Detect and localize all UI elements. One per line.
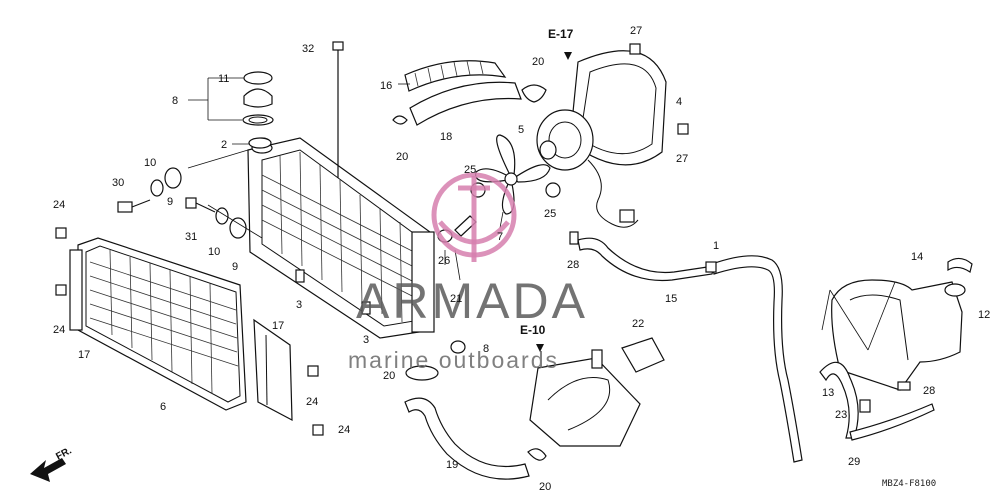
callout: 30 bbox=[112, 177, 124, 189]
watermark-logo bbox=[431, 172, 517, 262]
callout: 28 bbox=[923, 385, 935, 397]
callout: 7 bbox=[497, 231, 503, 243]
callout: 24 bbox=[338, 424, 350, 436]
callout: 31 bbox=[185, 231, 197, 243]
callout: 3 bbox=[296, 299, 302, 311]
callout: 29 bbox=[848, 456, 860, 468]
callout: 21 bbox=[450, 293, 462, 305]
callout: 18 bbox=[440, 131, 452, 143]
callout: 24 bbox=[53, 324, 65, 336]
callout: 13 bbox=[822, 387, 834, 399]
callout: 11 bbox=[218, 73, 229, 85]
callout: 20 bbox=[532, 56, 544, 68]
callout: 17 bbox=[272, 320, 284, 332]
callout: 27 bbox=[676, 153, 688, 165]
callout: 26 bbox=[438, 255, 450, 267]
callout: 2 bbox=[221, 139, 227, 151]
callout: 20 bbox=[383, 370, 395, 382]
callout: 10 bbox=[144, 157, 156, 169]
lower-hose bbox=[404, 337, 665, 480]
upper-hoses bbox=[332, 41, 522, 178]
mounting-hardware bbox=[55, 149, 371, 436]
callout: 8 bbox=[172, 95, 178, 107]
callout: 24 bbox=[53, 199, 65, 211]
callout: 32 bbox=[302, 43, 314, 55]
watermark-brand: ARMADA bbox=[356, 273, 588, 329]
callout: 10 bbox=[208, 246, 220, 258]
reserve-tank bbox=[819, 257, 973, 441]
callout: 5 bbox=[518, 124, 524, 136]
callout: 20 bbox=[539, 481, 551, 493]
callout: 27 bbox=[630, 25, 642, 37]
callout: 20 bbox=[396, 151, 408, 163]
callout: 22 bbox=[632, 318, 644, 330]
reference-e10: E-10 bbox=[520, 323, 546, 337]
callout: 9 bbox=[232, 261, 238, 273]
radiator-cap bbox=[188, 71, 274, 149]
callout: 3 bbox=[363, 334, 369, 346]
callout: 14 bbox=[911, 251, 923, 263]
callout: 17 bbox=[78, 349, 90, 361]
radiator-core bbox=[247, 137, 435, 339]
fan-shroud bbox=[470, 43, 689, 228]
reference-e17: E-17 bbox=[548, 27, 574, 41]
fan-blade bbox=[437, 134, 551, 281]
callout: 16 bbox=[380, 80, 392, 92]
callout: 15 bbox=[665, 293, 677, 305]
callout: 6 bbox=[160, 401, 166, 413]
callout: 4 bbox=[676, 96, 682, 108]
callout: 19 bbox=[446, 459, 458, 471]
callout-labels: 11 8 2 10 30 9 31 10 9 24 24 17 6 17 24 … bbox=[53, 25, 990, 493]
front-direction: FR. bbox=[30, 445, 74, 482]
callout: 8 bbox=[483, 343, 489, 355]
callout: 1 bbox=[713, 240, 719, 252]
callout: 24 bbox=[306, 396, 318, 408]
callout: 23 bbox=[835, 409, 847, 421]
callout: 25 bbox=[464, 164, 476, 176]
front-label: FR. bbox=[54, 445, 74, 462]
callout: 25 bbox=[544, 208, 556, 220]
callout: 9 bbox=[167, 196, 173, 208]
watermark: ARMADA marine outboards bbox=[348, 172, 588, 373]
radiator-grille bbox=[69, 237, 293, 422]
drawing-code: MBZ4-F8100 bbox=[882, 479, 936, 489]
callout: 28 bbox=[567, 259, 579, 271]
callout: 12 bbox=[978, 309, 990, 321]
watermark-tagline: marine outboards bbox=[348, 347, 559, 373]
reference-markers: E-17 E-10 bbox=[520, 27, 574, 352]
front-arrow-icon bbox=[30, 458, 66, 482]
overflow-hose bbox=[569, 231, 803, 463]
